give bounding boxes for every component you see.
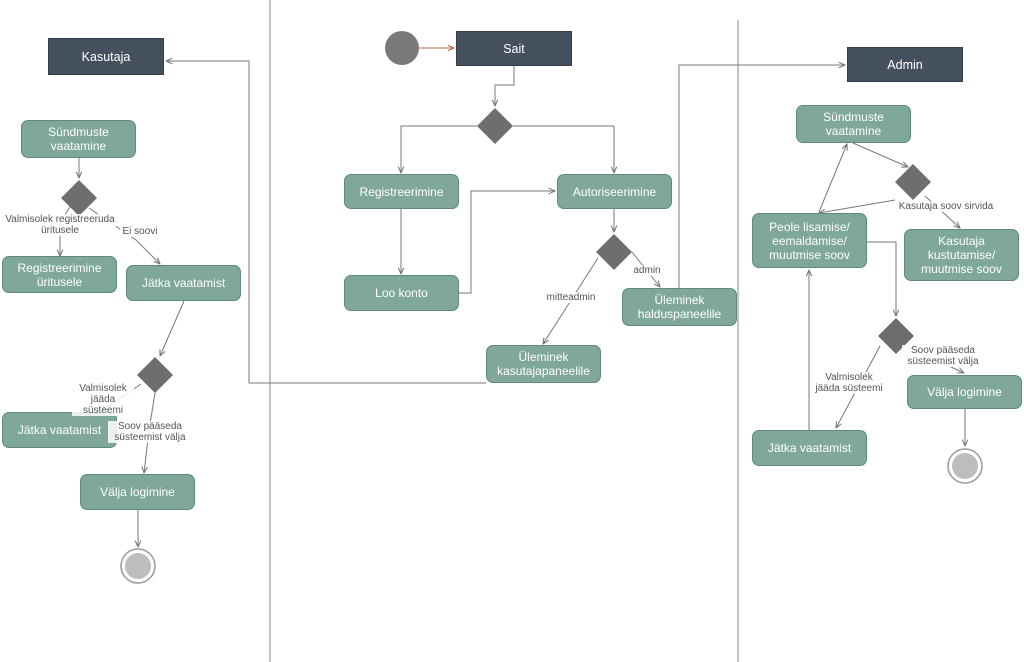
activity-admin-jatka-vaatamist: Jätka vaatamist <box>752 430 867 466</box>
label-mitteadmin: mitteadmin <box>543 292 599 303</box>
end-node-kasutaja <box>120 548 156 584</box>
decision-sait-2 <box>596 234 632 270</box>
activity-uleminek-halduspaneelile: Üleminek halduspaneelile <box>622 288 737 326</box>
label-admin-soov-paaseda: Soov pääseda süsteemist välja <box>902 345 984 367</box>
decision-admin-1 <box>895 164 931 200</box>
label-ei-soovi: Ei soovi <box>120 226 160 237</box>
activity-registreerimine: Registreerimine <box>344 174 459 209</box>
decision-sait-1 <box>477 108 513 144</box>
activity-uleminek-kasutajapaneelile: Üleminek kasutajapaneelile <box>486 345 601 383</box>
activity-jatka-vaatamist-2: Jätka vaatamist <box>2 412 117 448</box>
activity-loo-konto: Loo konto <box>344 275 459 311</box>
label-valmisolek-registreeruda: Valmisolek registreeruda üritusele <box>4 214 116 236</box>
lane-header-sait: Sait <box>456 31 572 66</box>
decision-kasutaja-1 <box>61 180 97 216</box>
activity-admin-sundmuste-vaatamine: Sündmuste vaatamine <box>796 105 911 143</box>
activity-sundmuste-vaatamine: Sündmuste vaatamine <box>21 120 136 158</box>
activity-peole-lisamise: Peole lisamise/ eemaldamise/ muutmise so… <box>752 213 867 268</box>
label-admin: admin <box>632 265 662 276</box>
label-valmisolek-jaada: Valmisolek jääda süsteemi <box>72 383 134 416</box>
label-kasutaja-soov-sirvida: Kasutaja soov sirvida <box>898 201 994 212</box>
lane-header-admin: Admin <box>847 47 963 82</box>
activity-valja-logimine: Välja logimine <box>80 474 195 510</box>
decision-kasutaja-2 <box>137 357 173 393</box>
label-admin-valmisolek-jaada: Valmisolek jääda süsteemi <box>814 372 884 394</box>
activity-kasutaja-kustutamise: Kasutaja kustutamise/ muutmise soov <box>904 229 1019 281</box>
start-node <box>385 31 419 65</box>
label-soov-paaseda: Soov pääseda süsteemist välja <box>108 421 192 443</box>
activity-autoriseerimine: Autoriseerimine <box>557 174 672 209</box>
lane-header-kasutaja: Kasutaja <box>48 38 164 75</box>
activity-registreerimine-uritusele: Registreerimine üritusele <box>2 256 117 293</box>
end-node-admin <box>947 448 983 484</box>
activity-jatka-vaatamist-1: Jätka vaatamist <box>126 265 241 301</box>
activity-admin-valja-logimine: Välja logimine <box>907 375 1022 409</box>
